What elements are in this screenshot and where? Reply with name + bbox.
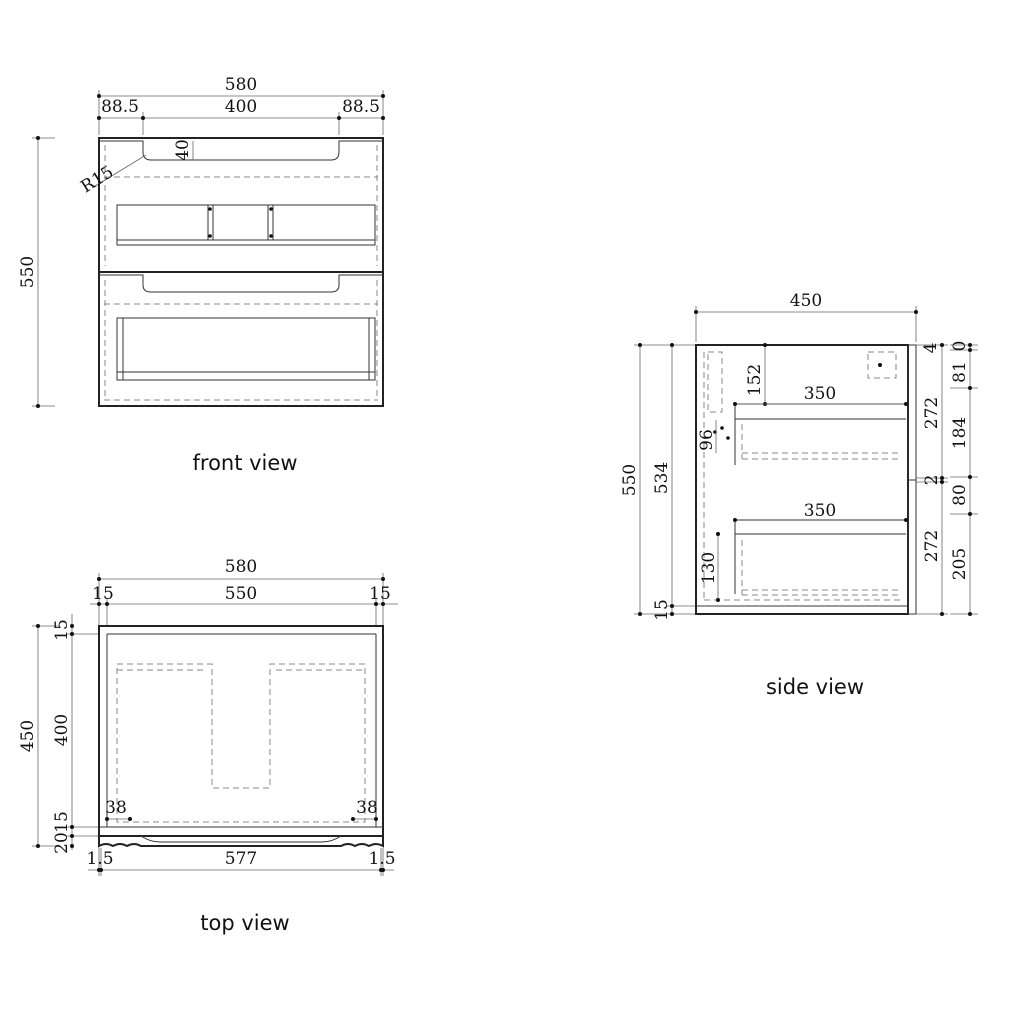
side-top-gap-label: 152 — [745, 364, 765, 396]
front-lower-drawer-box — [116, 317, 376, 381]
side-drawer2-height-label: 272 — [922, 530, 942, 562]
top-left-offset-label: 38 — [105, 798, 127, 818]
front-handle-depth-label: 40 — [173, 139, 193, 161]
side-inner-height-dimension: 534 15 — [652, 343, 696, 621]
side-lower-gap-label: 130 — [699, 552, 719, 584]
top-depth-label: 450 — [18, 720, 38, 752]
top-front-gap-label: 15 — [52, 811, 72, 833]
top-bottom-dimension: 1.5 577 1.5 — [86, 848, 396, 876]
front-view-caption: front view — [193, 451, 298, 475]
front-width-label: 580 — [225, 75, 257, 95]
top-inner-depth-dimension: 15 400 15 20 — [52, 614, 100, 854]
side-small-label: 96 — [697, 429, 717, 451]
top-front-label: 20 — [52, 832, 72, 854]
front-radius-label: R15 — [77, 162, 117, 197]
side-drawer2-depth-label: 350 — [804, 501, 836, 521]
side-gap-mid-label: 2 — [922, 475, 942, 486]
top-cabinet-outline — [98, 625, 384, 837]
front-height-label: 550 — [18, 256, 38, 288]
side-drawer1-height-label: 272 — [922, 397, 942, 429]
side-cabinet-outline — [695, 344, 909, 615]
side-right-top-label: 4 — [921, 343, 941, 354]
side-base-label: 15 — [652, 599, 672, 621]
top-side-left-label: 15 — [92, 584, 114, 604]
front-left-margin-label: 88.5 — [101, 97, 139, 117]
side-right-c-label: 184 — [950, 417, 970, 449]
top-view-caption: top view — [200, 911, 289, 935]
top-side-right-label: 15 — [369, 584, 391, 604]
front-width-dimension: 580 — [97, 75, 385, 135]
top-depth-dimension: 450 — [18, 624, 60, 848]
top-inner-width-dimension: 15 550 15 — [90, 584, 398, 626]
side-view: 450 550 534 15 — [620, 291, 978, 699]
top-bottom-right-label: 1.5 — [368, 849, 395, 869]
side-right-e-label: 205 — [950, 548, 970, 580]
side-right-a-label: 81 — [950, 361, 970, 383]
side-inner-height-label: 534 — [652, 462, 672, 494]
side-right-b-label: 0 — [950, 341, 970, 352]
top-inner-width-label: 550 — [225, 584, 257, 604]
side-depth-dimension: 450 — [694, 291, 918, 342]
side-total-height-label: 550 — [620, 464, 640, 496]
side-waste-pipe — [707, 351, 723, 413]
side-height-dimension: 550 — [620, 343, 696, 616]
front-top-handle-recess — [99, 140, 383, 161]
side-tap-fitting — [867, 351, 897, 379]
side-right-d-label: 80 — [950, 484, 970, 506]
top-right-offset-label: 38 — [356, 798, 378, 818]
front-handle-dimension: 88.5 400 88.5 — [97, 97, 385, 135]
front-right-margin-label: 88.5 — [342, 97, 380, 117]
front-height-dimension: 550 — [18, 136, 55, 408]
top-view: 580 15 550 15 450 — [18, 557, 398, 935]
side-right-chain-dimension: 4 0 81 184 80 205 — [921, 341, 978, 616]
front-view: 580 88.5 400 88.5 550 — [18, 75, 385, 475]
top-drawer-front — [98, 835, 384, 848]
top-width-label: 580 — [225, 557, 257, 577]
top-bottom-left-label: 1.5 — [86, 849, 113, 869]
top-width-dimension: 580 — [97, 557, 385, 626]
front-bottom-handle-recess — [99, 274, 383, 293]
top-inner-depth-label: 400 — [52, 714, 72, 746]
top-bottom-width-label: 577 — [225, 849, 257, 869]
top-basin-cutout — [116, 663, 366, 823]
front-handle-width-label: 400 — [225, 97, 257, 117]
side-view-caption: side view — [766, 675, 864, 699]
top-back-label: 15 — [52, 619, 72, 641]
side-depth-label: 450 — [790, 291, 822, 311]
side-drawer1-depth-label: 350 — [804, 384, 836, 404]
side-drawer-height-dimension: 272 2 272 — [916, 343, 948, 616]
side-upper-drawer — [734, 403, 906, 465]
front-upper-drawer-box — [116, 204, 376, 246]
side-lower-drawer — [734, 519, 906, 596]
